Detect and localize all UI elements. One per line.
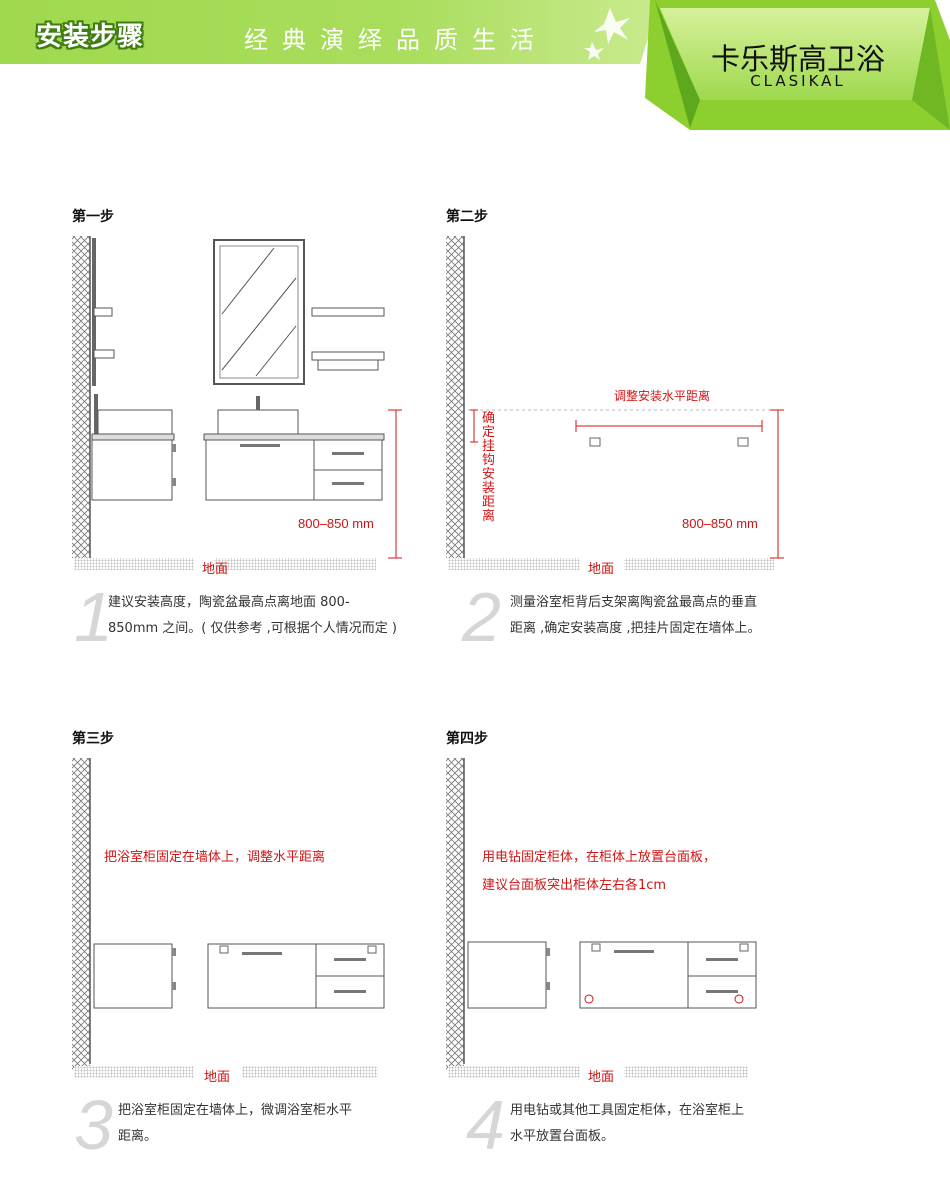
step2-description: 测量浴室柜背后支架离陶瓷盆最高点的垂直 距离 ,确定安装高度 ,把挂片固定在墙体… bbox=[510, 590, 761, 642]
step1-description-line2: 850mm 之间。( 仅供参考 ,可根据个人情况而定 ) bbox=[108, 621, 397, 636]
step2-height-label: 800–850 mm bbox=[682, 516, 758, 531]
step1-description: 建议安装高度，陶瓷盆最高点离地面 800- 850mm 之间。( 仅供参考 ,可… bbox=[108, 590, 397, 642]
step4-title: 第四步 bbox=[446, 731, 488, 747]
step1-diagram: 800–850 mm bbox=[72, 236, 402, 570]
banner-background bbox=[0, 0, 950, 130]
step2-description-line2: 距离 ,确定安装高度 ,把挂片固定在墙体上。 bbox=[510, 621, 761, 636]
step1-ground-label: 地面 bbox=[202, 562, 229, 577]
step1-height-label: 800–850 mm bbox=[298, 516, 374, 531]
step4-number: 4 bbox=[466, 1086, 505, 1164]
step3-title: 第三步 bbox=[72, 731, 114, 747]
banner-title: 安装步骤 bbox=[36, 22, 145, 52]
step2-vertical-label: 确定挂钩安装距离 bbox=[482, 411, 496, 524]
step3-description-line1: 把浴室柜固定在墙体上，微调浴室柜水平 bbox=[118, 1103, 353, 1118]
step1-title: 第一步 bbox=[72, 209, 114, 225]
step2-number: 2 bbox=[462, 578, 501, 656]
brand-name-en: CLASIKAL bbox=[750, 72, 846, 90]
step3-number: 3 bbox=[74, 1086, 113, 1164]
step3-note: 把浴室柜固定在墙体上，调整水平距离 bbox=[104, 850, 326, 865]
step4-note: 用电钻固定柜体，在柜体上放置台面板， 建议台面板突出柜体左右各1cm bbox=[482, 844, 716, 900]
step2-title: 第二步 bbox=[446, 209, 488, 225]
step4-description: 用电钻或其他工具固定柜体，在浴室柜上 水平放置台面板。 bbox=[510, 1098, 744, 1150]
step1-description-line1: 建议安装高度，陶瓷盆最高点离地面 800- bbox=[108, 595, 350, 610]
step4-diagram bbox=[446, 758, 757, 1078]
step4-note-line1: 用电钻固定柜体，在柜体上放置台面板， bbox=[482, 850, 717, 865]
brand-name-cn: 卡乐斯高卫浴 bbox=[710, 42, 885, 76]
leaf-icon bbox=[584, 8, 630, 60]
step3-diagram bbox=[72, 758, 385, 1078]
banner-slogan: 经典演绎品质生活 bbox=[244, 26, 548, 54]
step4-note-line2: 建议台面板突出柜体左右各1cm bbox=[482, 878, 667, 893]
step4-description-line1: 用电钻或其他工具固定柜体，在浴室柜上 bbox=[510, 1103, 745, 1118]
step2-ground-label: 地面 bbox=[588, 562, 615, 577]
step3-description: 把浴室柜固定在墙体上，微调浴室柜水平 距离。 bbox=[118, 1098, 352, 1150]
step4-ground-label: 地面 bbox=[588, 1070, 615, 1085]
step3-ground-label: 地面 bbox=[204, 1070, 231, 1085]
step2-diagram: 调整安装水平距离 800–850 mm bbox=[446, 236, 784, 570]
step3-description-line2: 距离。 bbox=[118, 1129, 158, 1144]
step2-horizontal-label: 调整安装水平距离 bbox=[614, 388, 710, 403]
step1-number: 1 bbox=[74, 578, 113, 656]
step2-description-line1: 测量浴室柜背后支架离陶瓷盆最高点的垂直 bbox=[510, 595, 758, 610]
step4-description-line2: 水平放置台面板。 bbox=[510, 1129, 615, 1144]
header-banner: 安装步骤 经典演绎品质生活 卡乐斯高卫浴 CLASIKAL bbox=[0, 0, 950, 135]
